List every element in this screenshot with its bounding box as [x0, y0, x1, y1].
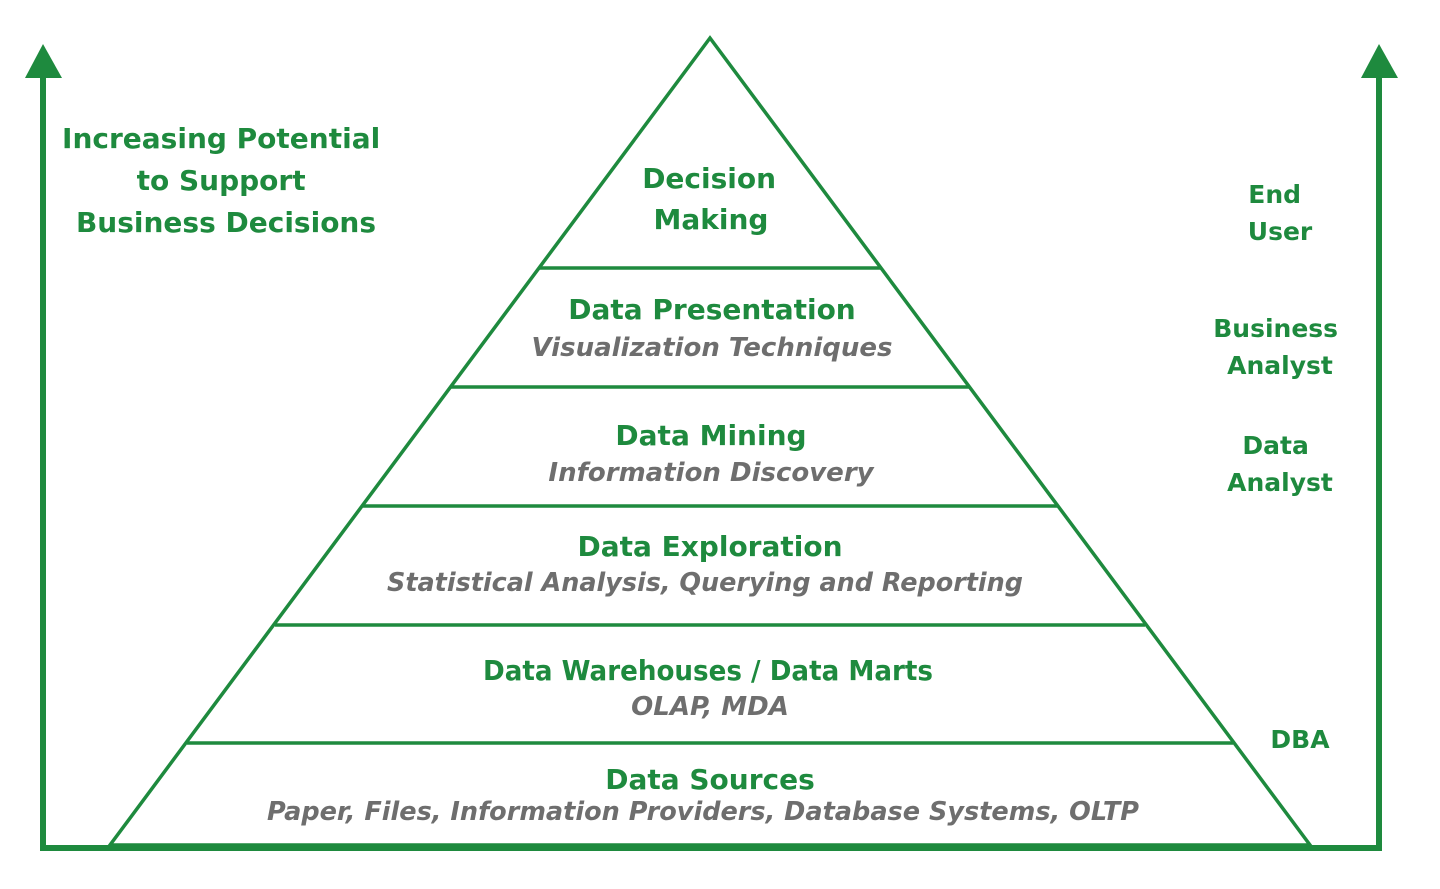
left-axis-arrowhead: [25, 44, 62, 78]
left-axis-label: Increasing Potential to Support Business…: [62, 122, 390, 239]
axes: [25, 44, 1398, 851]
level-data-exploration: Data Exploration Statistical Analysis, Q…: [387, 530, 1023, 598]
level-subtitle: Statistical Analysis, Querying and Repor…: [387, 568, 1023, 598]
level-title: Decision Making: [642, 162, 786, 236]
level-subtitle: Information Discovery: [548, 458, 874, 488]
level-data-mining: Data Mining Information Discovery: [548, 419, 874, 488]
role-data-analyst: Data Analyst: [1227, 431, 1333, 497]
level-subtitle: Visualization Techniques: [532, 333, 893, 363]
role-business-analyst: Business Analyst: [1213, 314, 1347, 380]
level-title: Data Mining: [615, 419, 806, 452]
level-title: Data Warehouses / Data Marts: [483, 654, 933, 687]
level-data-presentation: Data Presentation Visualization Techniqu…: [532, 293, 893, 363]
right-axis-arrowhead: [1361, 44, 1398, 78]
role-dba: DBA: [1270, 725, 1330, 754]
level-title: Data Exploration: [577, 530, 842, 563]
level-subtitle: OLAP, MDA: [631, 692, 789, 722]
level-title: Data Presentation: [568, 293, 856, 326]
level-data-warehouses: Data Warehouses / Data Marts OLAP, MDA: [483, 654, 933, 722]
pyramid-outline: [106, 35, 1314, 847]
pyramid: [106, 35, 1314, 847]
role-end-user: End User: [1248, 180, 1313, 246]
level-subtitle: Paper, Files, Information Providers, Dat…: [267, 797, 1139, 827]
level-title: Data Sources: [605, 763, 815, 796]
level-decision-making: Decision Making: [642, 162, 786, 236]
level-data-sources: Data Sources Paper, Files, Information P…: [267, 763, 1139, 827]
